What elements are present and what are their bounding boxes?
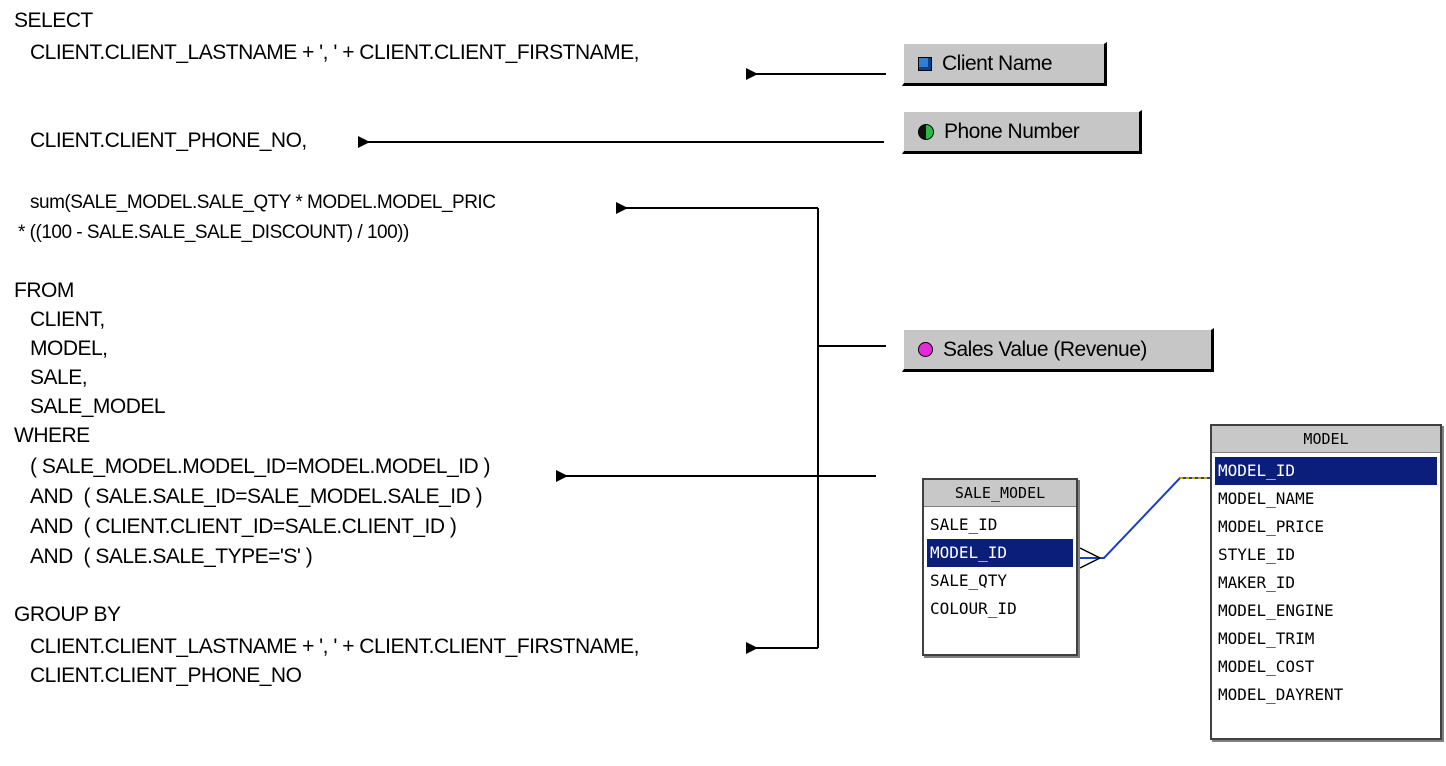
sql-from-keyword: FROM [14,279,74,302]
sale-model-table[interactable]: SALE_MODEL SALE_ID MODEL_ID SALE_QTY COL… [922,478,1078,656]
table-column[interactable]: MAKER_ID [1218,573,1296,592]
client-name-object-button[interactable]: Client Name [902,42,1107,86]
sql-where-condition: AND ( SALE.SALE_TYPE='S' ) [30,545,313,568]
sql-from-table: SALE, [30,366,88,389]
model-table[interactable]: MODEL MODEL_ID MODEL_NAME MODEL_PRICE ST… [1210,424,1442,740]
table-column[interactable]: MODEL_PRICE [1218,517,1324,536]
sql-select-sum-line1: sum(SALE_MODEL.SALE_QTY * MODEL.MODEL_PR… [30,192,496,213]
sql-group-by-line: CLIENT.CLIENT_PHONE_NO [30,664,302,687]
table-column[interactable]: MODEL_NAME [1218,489,1315,508]
table-column[interactable]: MODEL_DAYRENT [1218,685,1344,704]
table-column-selected[interactable]: MODEL_ID [927,539,1073,567]
sql-where-keyword: WHERE [14,424,90,447]
table-column[interactable]: STYLE_ID [1218,545,1296,564]
sql-where-condition: AND ( SALE.SALE_ID=SALE_MODEL.SALE_ID ) [30,485,483,508]
phone-number-label: Phone Number [944,119,1080,143]
measure-icon [918,342,933,357]
crows-foot [1079,557,1101,569]
table-column[interactable]: MODEL_COST [1218,657,1315,676]
client-name-label: Client Name [942,51,1053,75]
sql-where-condition: ( SALE_MODEL.MODEL_ID=MODEL.MODEL_ID ) [30,455,491,478]
crows-foot [1079,547,1101,559]
table-column[interactable]: MODEL_ENGINE [1218,601,1334,620]
sql-group-by-line: CLIENT.CLIENT_LASTNAME + ', ' + CLIENT.C… [30,635,640,658]
join-line [1078,477,1214,559]
sql-from-table: SALE_MODEL [30,395,166,418]
table-column[interactable]: MODEL_TRIM [1218,629,1315,648]
detail-icon [918,123,934,140]
table-column[interactable]: COLOUR_ID [930,599,1017,618]
sql-select-client-name: CLIENT.CLIENT_LASTNAME + ', ' + CLIENT.C… [30,41,640,64]
table-column-selected[interactable]: MODEL_ID [1215,457,1437,485]
table-title: SALE_MODEL [924,480,1076,507]
table-column[interactable]: SALE_ID [930,515,998,534]
sql-select-sum-line2: * ((100 - SALE.SALE_SALE_DISCOUNT) / 100… [18,222,409,243]
table-title: MODEL [1212,426,1440,453]
sql-select-keyword: SELECT [14,9,93,32]
sales-value-label: Sales Value (Revenue) [943,337,1147,361]
sql-from-table: MODEL, [30,337,108,360]
sql-select-phone: CLIENT.CLIENT_PHONE_NO, [30,129,307,152]
sql-where-condition: AND ( CLIENT.CLIENT_ID=SALE.CLIENT_ID ) [30,515,457,538]
sql-from-table: CLIENT, [30,308,105,331]
table-column[interactable]: SALE_QTY [930,571,1008,590]
sales-value-object-button[interactable]: Sales Value (Revenue) [902,328,1214,372]
phone-number-object-button[interactable]: Phone Number [902,110,1142,154]
dimension-icon [918,56,932,71]
sql-group-by-keyword: GROUP BY [14,603,121,626]
